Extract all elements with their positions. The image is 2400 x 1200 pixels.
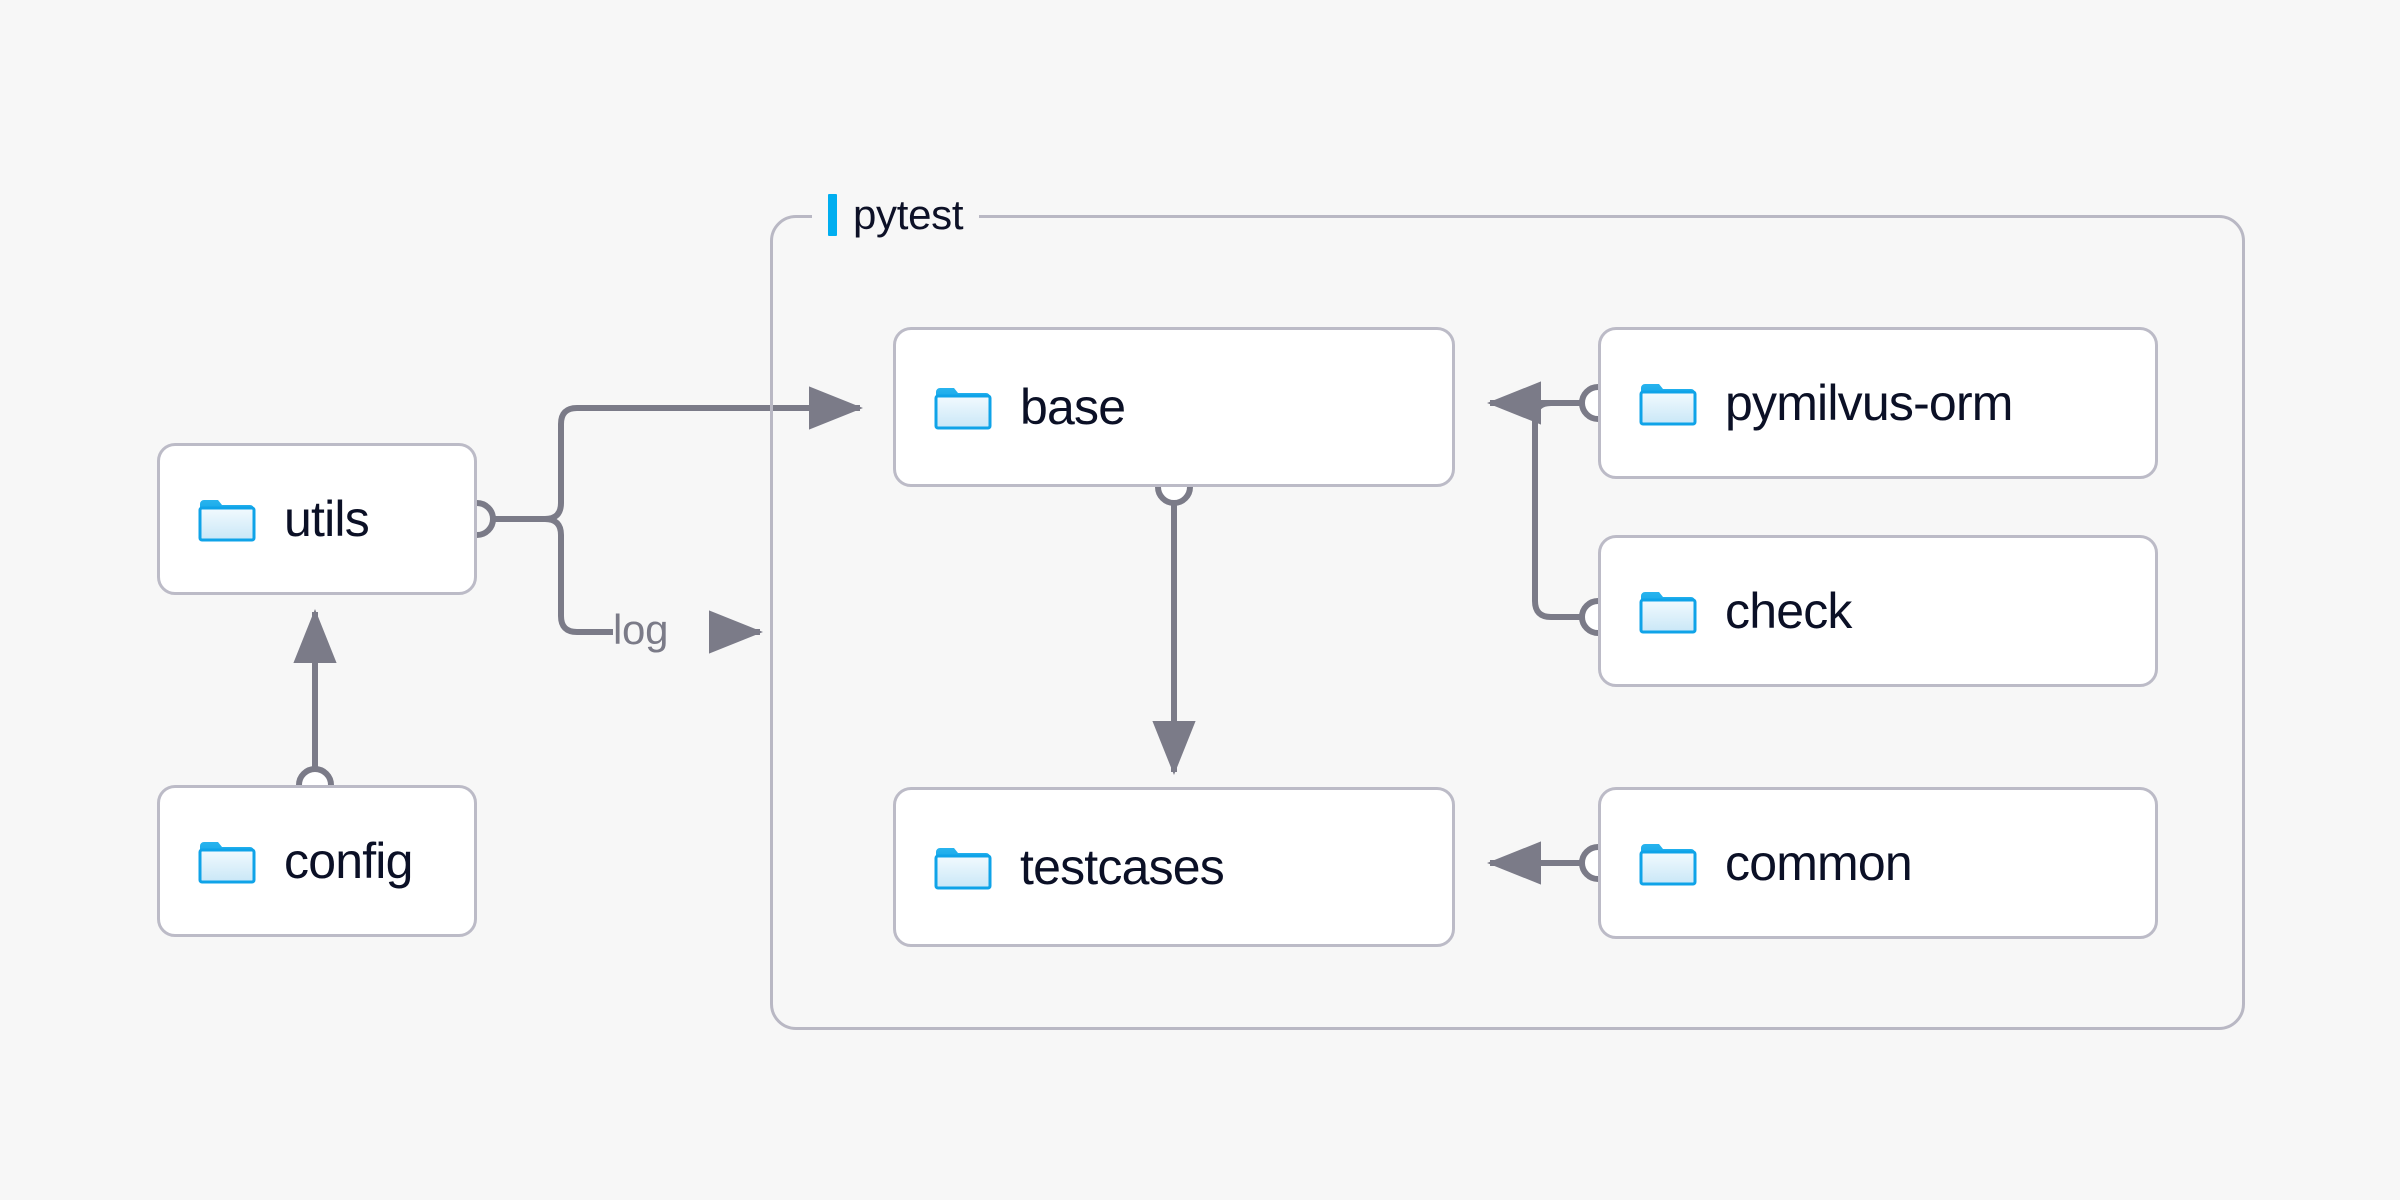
folder-icon xyxy=(198,838,256,884)
node-label: common xyxy=(1725,835,1913,891)
pytest-group-box xyxy=(770,215,2245,1030)
node-label: pymilvus-orm xyxy=(1725,375,2013,431)
node-label: testcases xyxy=(1020,839,1225,895)
node-base[interactable]: base xyxy=(893,327,1455,487)
node-common[interactable]: common xyxy=(1598,787,2158,939)
edge-label-log: log xyxy=(613,606,669,653)
folder-icon xyxy=(1639,840,1697,886)
node-config[interactable]: config xyxy=(157,785,477,937)
node-pymilvus-orm[interactable]: pymilvus-orm xyxy=(1598,327,2158,479)
folder-icon xyxy=(934,384,992,430)
node-check[interactable]: check xyxy=(1598,535,2158,687)
group-title: pytest xyxy=(853,191,964,238)
node-label: config xyxy=(284,833,413,889)
folder-icon xyxy=(198,496,256,542)
folder-icon xyxy=(934,844,992,890)
node-label: utils xyxy=(284,491,370,547)
node-utils[interactable]: utils xyxy=(157,443,477,595)
node-testcases[interactable]: testcases xyxy=(893,787,1455,947)
node-label: base xyxy=(1020,379,1126,435)
pytest-group-label: pytest xyxy=(812,191,980,238)
folder-icon xyxy=(1639,588,1697,634)
folder-icon xyxy=(1639,380,1697,426)
node-label: check xyxy=(1725,583,1852,639)
accent-bar-icon xyxy=(828,194,837,236)
